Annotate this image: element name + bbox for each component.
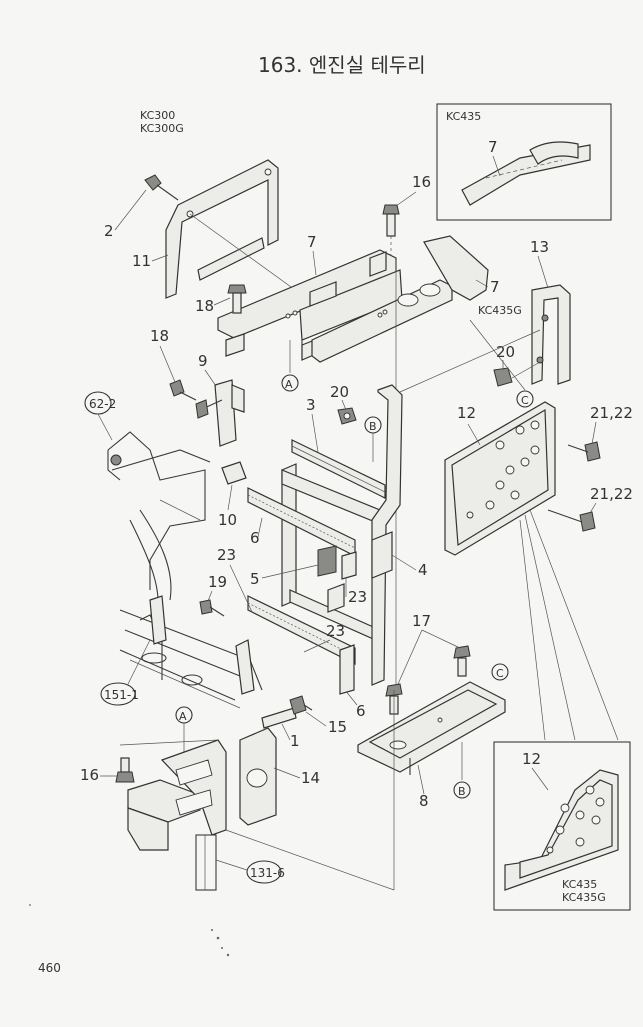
callout-10: 10: [218, 511, 237, 529]
part-1-bar: [261, 707, 297, 729]
model-label-kc300g: KC300G: [140, 122, 184, 135]
ref-b-lower: [453, 781, 471, 799]
model-label-kc435g: KC435G: [478, 304, 522, 317]
bolt-17-right: [453, 645, 471, 677]
part-8-tray: [357, 681, 506, 775]
lower-left-chassis: [119, 595, 263, 709]
part-14-plate: [239, 727, 277, 826]
callout-13: 13: [530, 238, 549, 256]
part-3-rail: [291, 439, 386, 499]
bolt-18-lower: [169, 379, 197, 401]
callout-6-upper: 6: [250, 529, 260, 547]
inset-kc435-bottom: 12 KC435 KC435G: [493, 741, 631, 911]
ref-c-upper: [516, 390, 534, 408]
ref-c-lower-label: C: [496, 667, 504, 680]
ref-131-6-label: 131-6: [250, 866, 285, 880]
bolt-21-22-lower: [547, 509, 596, 532]
part-5-plates: [317, 545, 357, 613]
inset-kc435-top: KC435 7: [436, 103, 612, 221]
ref-a-lower-label: A: [179, 710, 187, 723]
inset-top-model-label: KC435: [446, 110, 481, 123]
callout-21-22-upper: 21,22: [590, 404, 633, 422]
part-frame-main: [247, 463, 381, 665]
callout-23-mid: 23: [348, 588, 367, 606]
callout-2: 2: [104, 222, 114, 240]
engine-room-housing-left: [107, 431, 211, 611]
callout-20-center: 20: [330, 383, 349, 401]
ref-151-1-label: 151-1: [104, 688, 139, 702]
callout-12-mid: 12: [457, 404, 476, 422]
part-9-latch: [195, 379, 245, 447]
ref-c-lower: [491, 663, 509, 681]
bolt-18-upper: [227, 284, 247, 314]
part-4-upright: [371, 384, 403, 686]
callout-20-right: 20: [496, 343, 515, 361]
nut-20-right: [493, 367, 513, 387]
ref-62-2-label: 62-2: [89, 397, 116, 411]
callout-7-top: 7: [307, 233, 317, 251]
callout-9: 9: [198, 352, 208, 370]
ref-a-upper: [281, 374, 299, 392]
ref-c-upper-label: C: [521, 394, 529, 407]
callout-8: 8: [419, 792, 429, 810]
page-number: 460: [38, 961, 61, 975]
part-13-bracket: [531, 284, 571, 385]
callout-18-upper: 18: [195, 297, 214, 315]
part-6-lower-bar: [339, 644, 355, 695]
bolt-16-lower: [115, 757, 135, 783]
ref-151-1: [100, 682, 136, 706]
bolt-19: [199, 599, 225, 617]
bolt-21-22-upper: [567, 441, 601, 462]
ref-b-lower-label: B: [458, 785, 466, 798]
part-7-channel: [217, 249, 403, 361]
bolt-2: [144, 174, 179, 201]
callout-16-top: 16: [412, 173, 431, 191]
callout-18-lower: 18: [150, 327, 169, 345]
callout-7-inset: 7: [488, 138, 498, 156]
ref-a-upper-label: A: [285, 378, 293, 391]
callout-6-lower: 6: [356, 702, 366, 720]
lower-bracket-assembly: [127, 739, 227, 891]
part-12-panel: [444, 401, 556, 556]
bolt-16-top: [382, 204, 400, 256]
callout-14: 14: [301, 769, 320, 787]
callout-7-right: 7: [490, 278, 500, 296]
part-10-clip: [221, 461, 247, 485]
part-11-bracket: [165, 159, 279, 299]
callout-19: 19: [208, 573, 227, 591]
callout-4: 4: [418, 561, 428, 579]
inset-bottom-model-label-1: KC435: [562, 878, 597, 891]
model-label-kc300: KC300: [140, 109, 175, 122]
nut-20-center: [337, 407, 357, 425]
callout-23-left: 23: [217, 546, 236, 564]
callout-15: 15: [328, 718, 347, 736]
bolt-15: [289, 695, 313, 715]
callout-23-lower: 23: [326, 622, 345, 640]
ref-b-upper-label: B: [369, 420, 377, 433]
callout-12-inset: 12: [522, 750, 541, 768]
callout-17: 17: [412, 612, 431, 630]
part-7-kc435g-beam: [311, 235, 489, 363]
callout-11: 11: [132, 252, 151, 270]
inset-bottom-model-label-2: KC435G: [562, 891, 606, 904]
callout-1: 1: [290, 732, 300, 750]
ref-131-6: [246, 860, 282, 884]
callout-16-lower: 16: [80, 766, 99, 784]
page-title: 163. 엔진실 테두리: [258, 53, 426, 77]
callout-21-22-lower: 21,22: [590, 485, 633, 503]
callout-3: 3: [306, 396, 316, 414]
callout-5: 5: [250, 570, 260, 588]
